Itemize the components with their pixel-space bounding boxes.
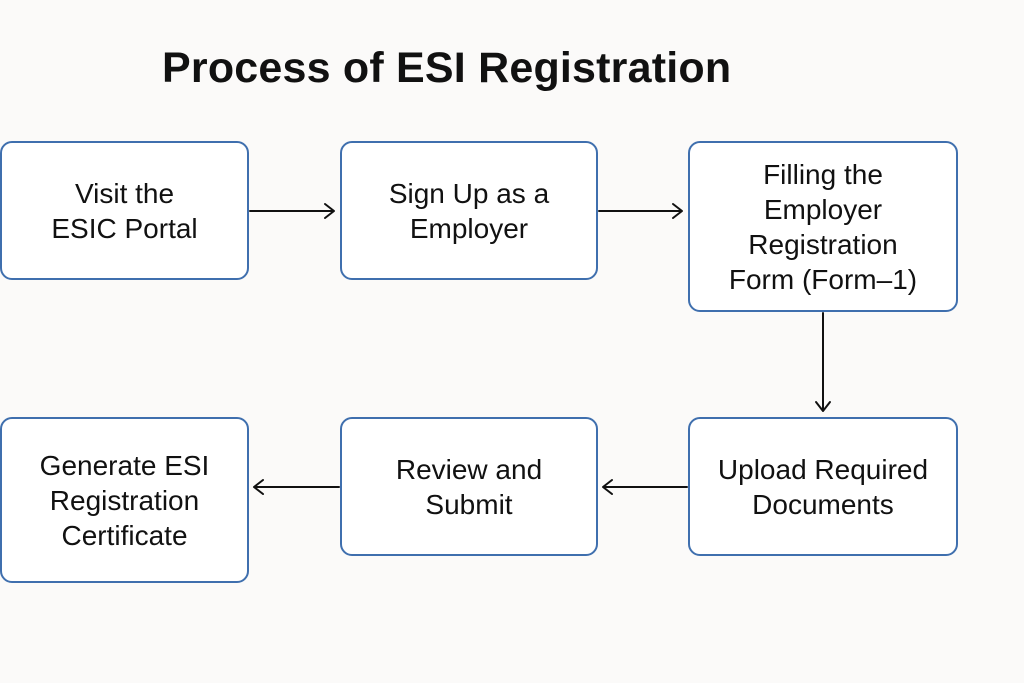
step-fill-registration-form: Filling the Employer Registration Form (… xyxy=(688,141,958,312)
step-visit-esic-portal: Visit the ESIC Portal xyxy=(0,141,249,280)
step-upload-documents: Upload Required Documents xyxy=(688,417,958,556)
step-sign-up-employer: Sign Up as a Employer xyxy=(340,141,598,280)
step-review-submit: Review and Submit xyxy=(340,417,598,556)
diagram-title: Process of ESI Registration xyxy=(162,44,732,92)
arrow-step5-to-step6 xyxy=(253,479,340,495)
arrow-step2-to-step3 xyxy=(598,203,683,219)
arrow-step4-to-step5 xyxy=(602,479,688,495)
arrow-step3-to-step4 xyxy=(815,312,831,412)
arrow-step1-to-step2 xyxy=(249,203,335,219)
step-generate-certificate: Generate ESI Registration Certificate xyxy=(0,417,249,583)
